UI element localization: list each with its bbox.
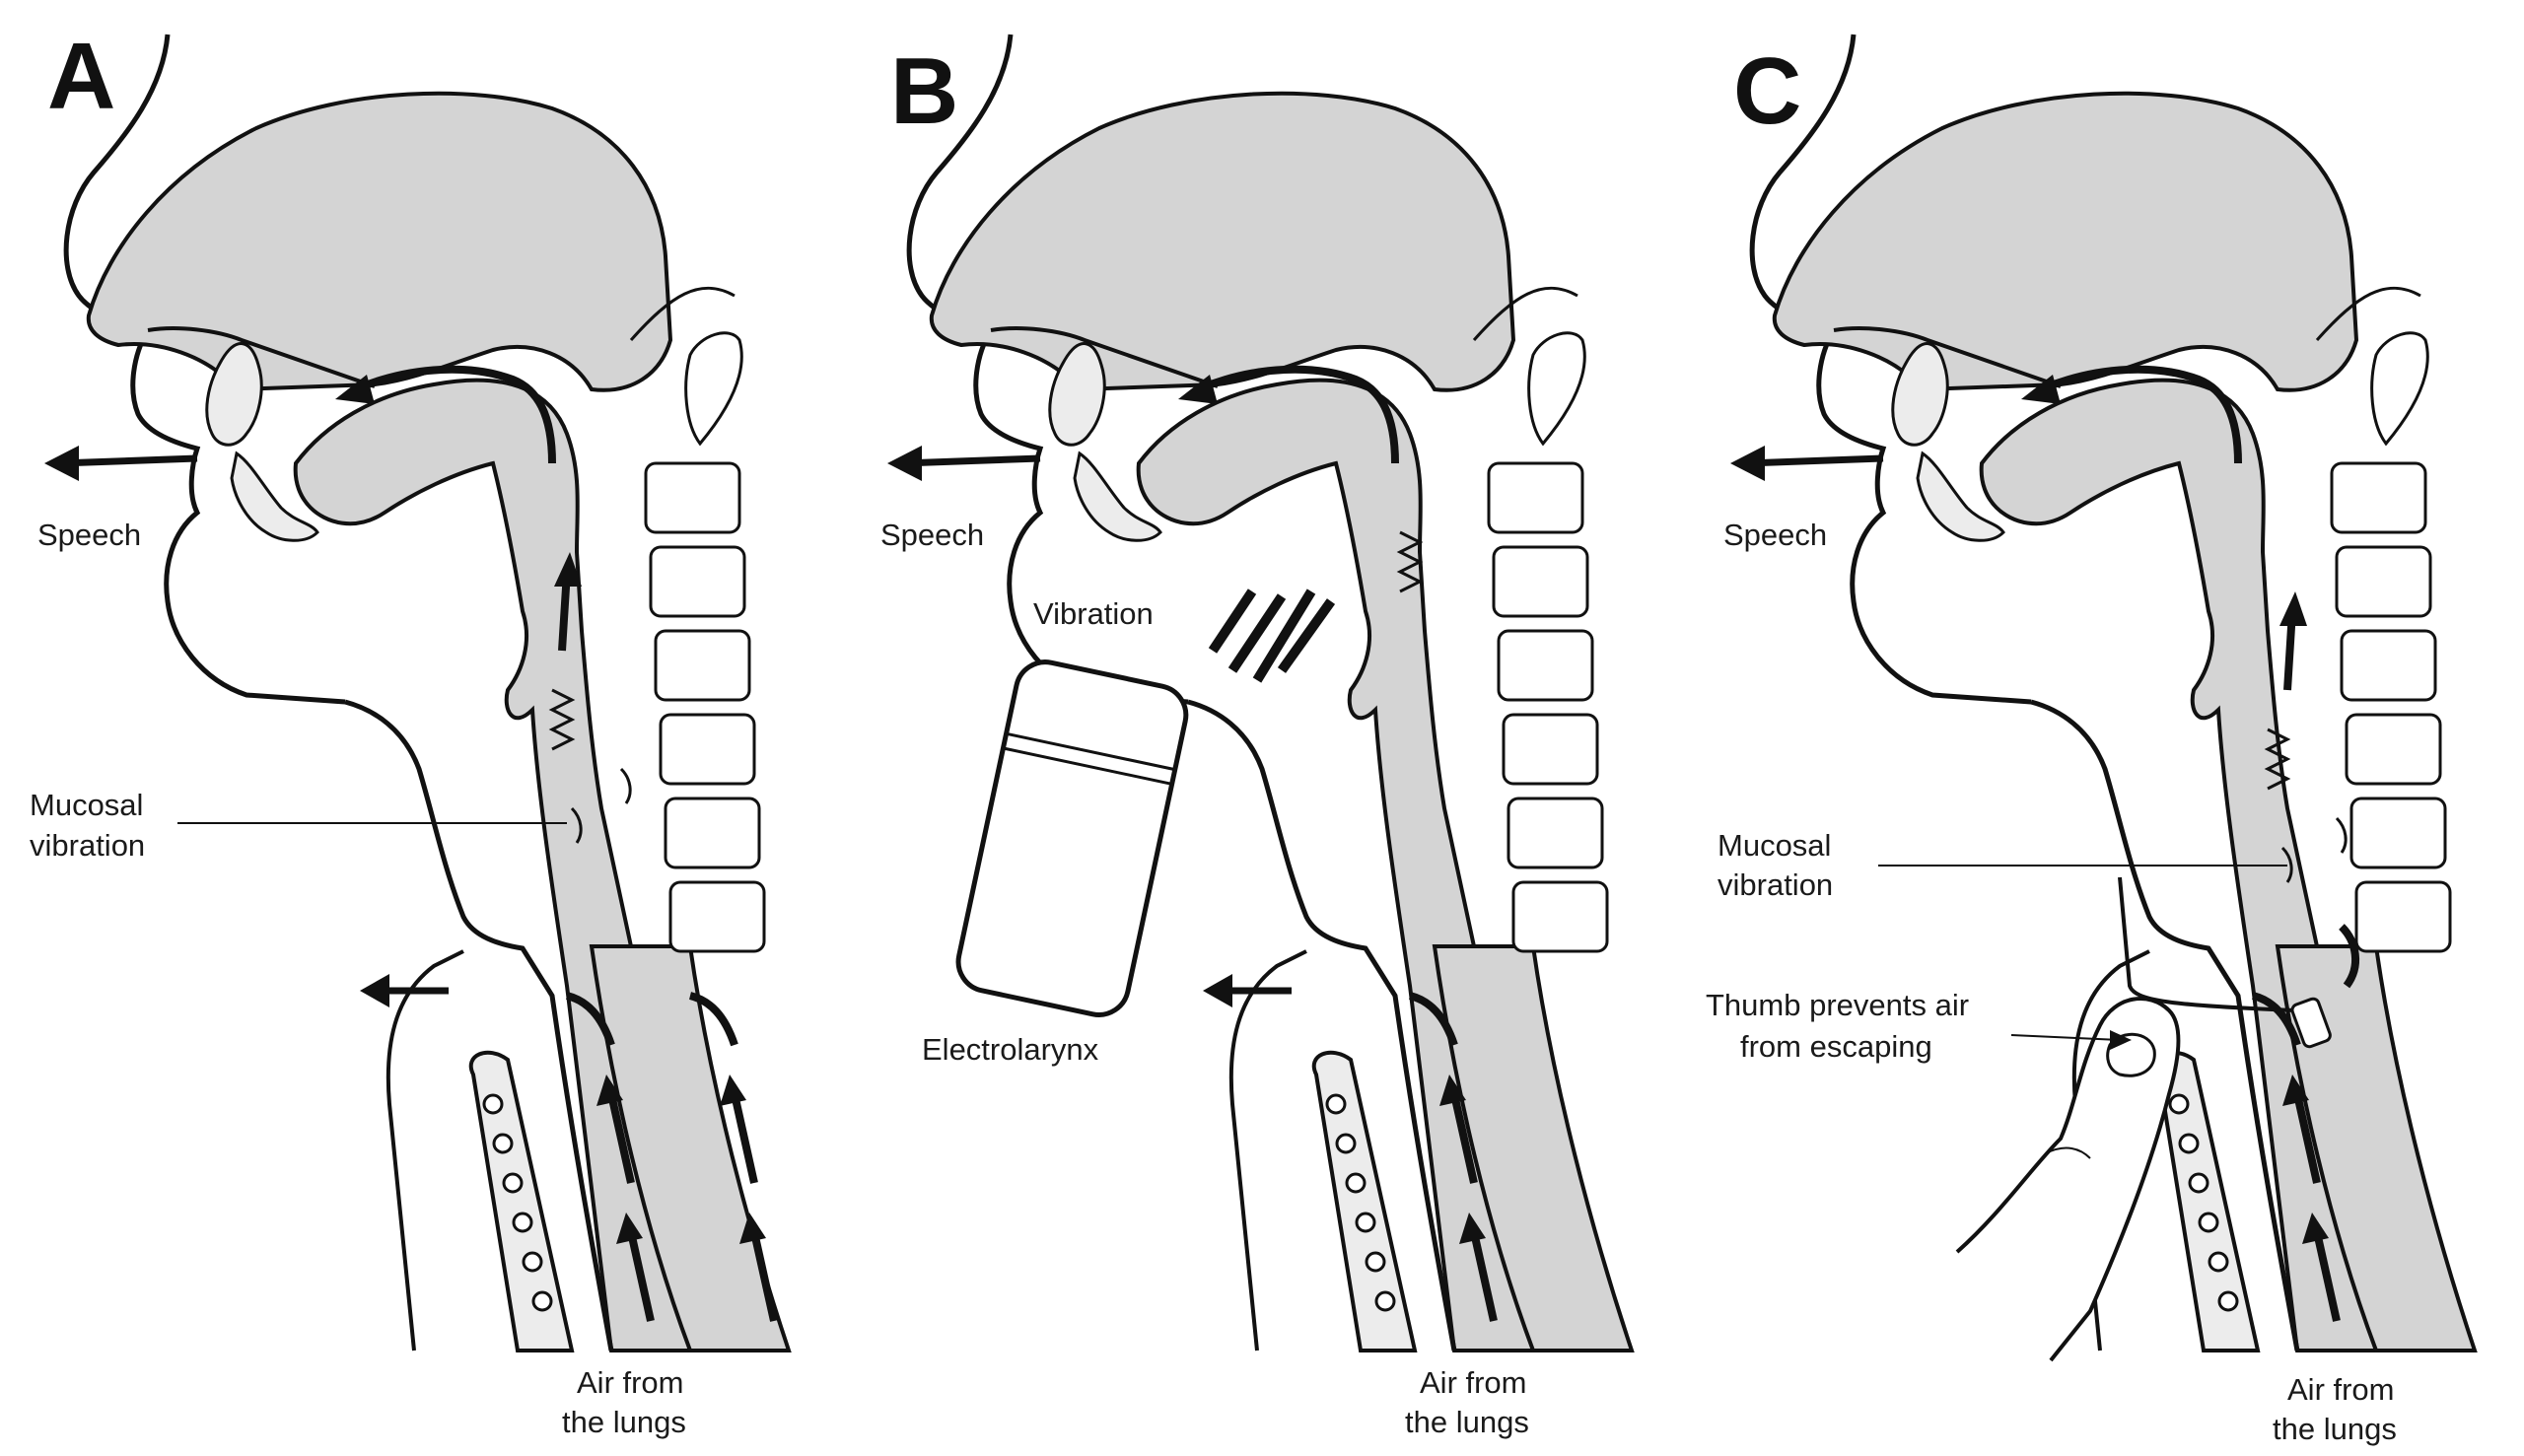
panel-b-electrolarynx-label: Electrolarynx [922,1032,1099,1067]
panel-c-speech-label: Speech [1723,518,1827,552]
electrolarynx-device [955,659,1189,1017]
panel-c-thumb-label-line1: Thumb prevents air [1706,988,1969,1022]
panel-b-vibration-label: Vibration [1033,596,1154,631]
panel-b-air-label-line1: Air from [1420,1365,1527,1400]
panel-c-air-label-line2: the lungs [2273,1412,2397,1446]
panel-c: C Speech Mucosal vibration Thumb prevent… [1706,35,2475,1446]
panel-c-thumb-label-line2: from escaping [1740,1029,1932,1064]
panel-c-air-label-line1: Air from [2287,1372,2395,1407]
panel-b-speech-label: Speech [880,518,984,552]
panel-a-letter: A [47,24,115,129]
panel-a: A Speech Mucosal vibration Air from the … [30,24,789,1439]
panel-b-air-label-line2: the lungs [1405,1405,1529,1439]
thumb-illustration [1955,997,2181,1362]
panel-a-air-label-line2: the lungs [562,1405,686,1439]
panel-c-mucosal-label-line1: Mucosal [1718,828,1831,863]
panel-c-letter: C [1733,38,1801,144]
panel-a-mucosal-label-line2: vibration [30,828,145,863]
panel-a-air-label-line1: Air from [577,1365,684,1400]
panel-a-speech-label: Speech [37,518,141,552]
panel-c-mucosal-label-line2: vibration [1718,867,1833,902]
panel-b: B Speech Vibration Electrolarynx Air fro… [880,35,1632,1439]
panel-b-letter: B [890,38,958,144]
panel-a-mucosal-label-line1: Mucosal [30,788,143,822]
